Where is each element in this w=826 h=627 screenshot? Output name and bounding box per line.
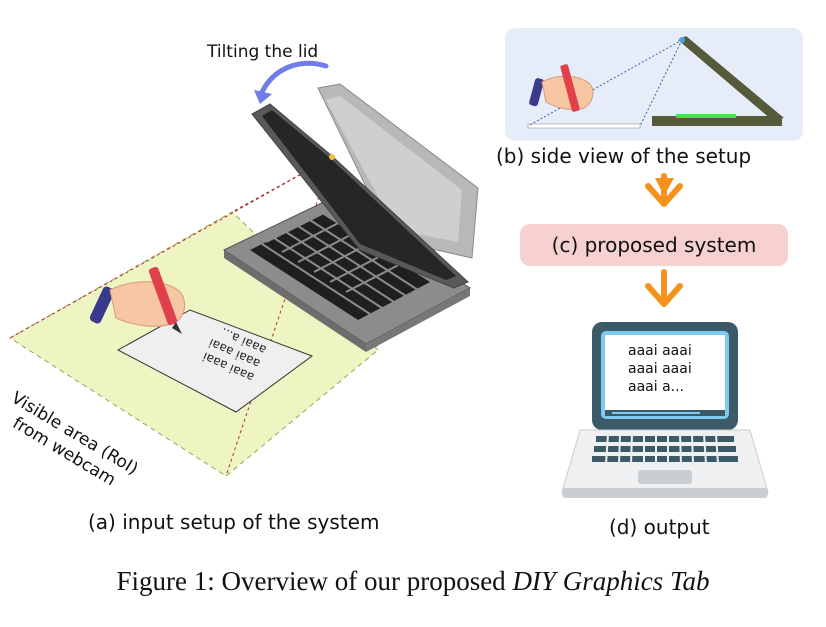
webcam-dot (329, 154, 335, 160)
tilt-arrow (259, 60, 329, 95)
output-line-1: aaai aaai (628, 343, 692, 359)
caption-prefix: Figure 1: Overview of our proposed (116, 566, 513, 596)
side-view-laptop (652, 36, 784, 126)
panel-b-label: (b) side view of the setup (496, 144, 752, 168)
arrow-down-2 (645, 269, 683, 307)
output-laptop (561, 322, 769, 498)
side-view-panel (505, 28, 803, 141)
output-line-3: aaai a... (628, 379, 685, 395)
figure-caption: Figure 1: Overview of our proposed DIY G… (0, 566, 826, 597)
caption-emphasis: DIY Graphics Tab (512, 566, 710, 596)
hand-with-pen-a (89, 266, 185, 334)
tilting-lid-label: Tilting the lid (207, 42, 319, 62)
panel-a-label: (a) input setup of the system (88, 510, 380, 534)
hand-with-pen-b (529, 64, 594, 112)
panel-d-label: (d) output (609, 515, 710, 539)
output-line-2: aaai aaai (628, 361, 692, 377)
panel-c-label: (c) proposed system (520, 224, 788, 266)
